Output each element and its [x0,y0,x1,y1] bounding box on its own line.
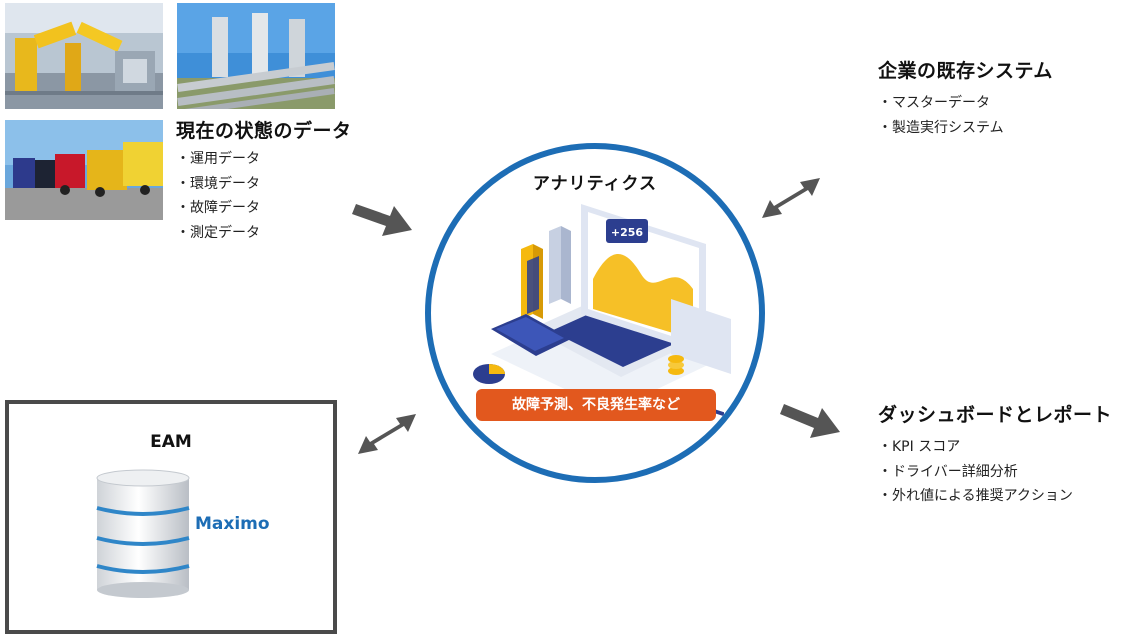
list-item: 運用データ [176,147,352,172]
list-item: 測定データ [176,221,352,246]
existing-systems-list: マスターデータ 製造実行システム [878,91,1053,140]
analytics-illustration: +256 [473,204,731,417]
maximo-label: Maximo [195,514,270,534]
dashboard-block: ダッシュボードとレポート KPI スコア ドライバー詳細分析 外れ値による推奨ア… [878,400,1112,509]
list-item: 外れ値による推奨アクション [878,484,1112,509]
list-item: 故障データ [176,196,352,221]
current-data-title: 現在の状態のデータ [176,120,352,142]
analytics-pill: 故障予測、不良発生率など [476,389,716,421]
arrow-analytics-to-dashboard [780,404,840,438]
analytics-circle: アナリティクス +256 故障予測、不良発生率など [425,143,765,483]
list-item: マスターデータ [878,91,1053,116]
database-icon [96,469,190,598]
list-item: KPI スコア [878,435,1112,460]
illustration-value-label: +256 [611,226,644,239]
current-data-list: 運用データ 環境データ 故障データ 測定データ [176,147,352,245]
current-data-block: 現在の状態のデータ 運用データ 環境データ 故障データ 測定データ [176,116,352,245]
dashboard-list: KPI スコア ドライバー詳細分析 外れ値による推奨アクション [878,435,1112,509]
list-item: 製造実行システム [878,116,1053,141]
eam-box: EAM Maximo [5,400,337,634]
existing-systems-block: 企業の既存システム マスターデータ 製造実行システム [878,56,1053,140]
arrow-current-to-analytics [352,204,412,236]
dashboard-title: ダッシュボードとレポート [878,404,1113,426]
trucks-photo [5,120,163,220]
list-item: 環境データ [176,172,352,197]
eam-title: EAM [150,432,192,452]
analytics-title: アナリティクス [532,174,658,194]
arrow-analytics-existing-systems [762,178,820,218]
industrial-robot-photo [5,3,163,109]
list-item: ドライバー詳細分析 [878,460,1112,485]
pipeline-plant-photo [177,3,335,109]
existing-systems-title: 企業の既存システム [878,60,1053,82]
arrow-eam-analytics [358,414,416,454]
